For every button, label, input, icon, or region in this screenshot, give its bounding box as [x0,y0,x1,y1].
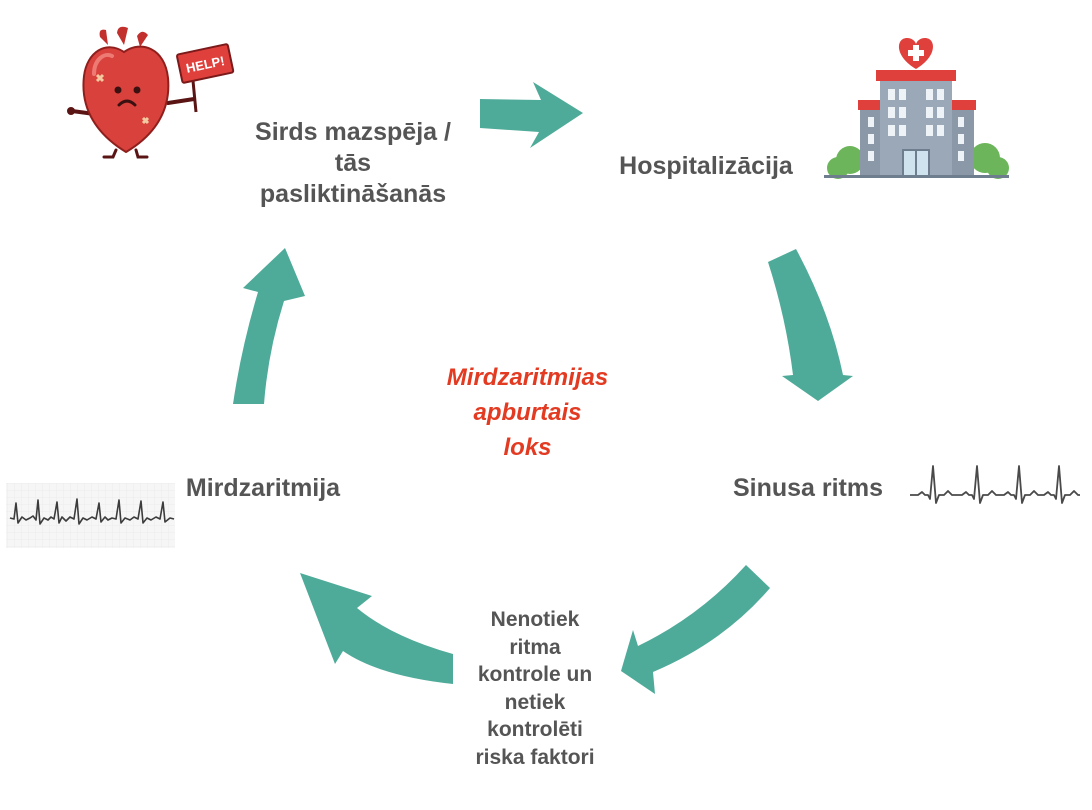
arrow-af-to-heart [233,248,305,404]
arrow-hospital-to-sinus [768,249,853,401]
no-control-line-5: kontrolēti [487,718,583,741]
arrow-sinus-to-control [621,565,770,694]
node-sinus-rhythm-label: Sinusa ritms [718,473,898,504]
title-line-3: loks [503,434,552,461]
sinus-ecg-trace-icon [910,465,1080,504]
af-ecg-strip-icon [6,483,175,548]
node-no-control-label: Nenotiek ritma kontrole un netiek kontro… [430,606,640,771]
node-hospitalization-label: Hospitalizācija [596,151,816,182]
atrial-fibrillation-line-1: Mirdzaritmija [185,474,341,502]
hospitalization-line-1: Hospitalizācija [619,152,793,180]
title-line-2: apburtais [473,399,582,426]
sinus-rhythm-line-1: Sinusa ritms [732,474,884,502]
arrow-control-to-af [300,573,453,684]
node-heart-failure-label: Sirds mazspēja / tās pasliktināšanās [228,117,478,210]
title-line-1: Mirdzaritmijas [446,364,609,391]
heart-failure-line-2: tās [334,149,372,177]
node-atrial-fibrillation-label: Mirdzaritmija [168,473,358,504]
hospital-icon [824,38,1009,179]
no-control-line-1: Nenotiek [490,608,580,631]
vicious-circle-title: Mirdzaritmijas apburtais loks [400,360,655,465]
sad-heart-help-sign-icon: HELP! [67,26,235,159]
no-control-line-2: ritma [509,635,561,659]
heart-failure-line-1: Sirds mazspēja / [255,118,451,146]
arrow-heart-to-hospital [480,82,583,148]
heart-failure-line-3: pasliktināšanās [259,180,447,208]
no-control-line-4: netiek [504,690,566,714]
no-control-line-3: kontrole un [477,663,593,686]
no-control-line-6: riska faktori [475,745,595,769]
